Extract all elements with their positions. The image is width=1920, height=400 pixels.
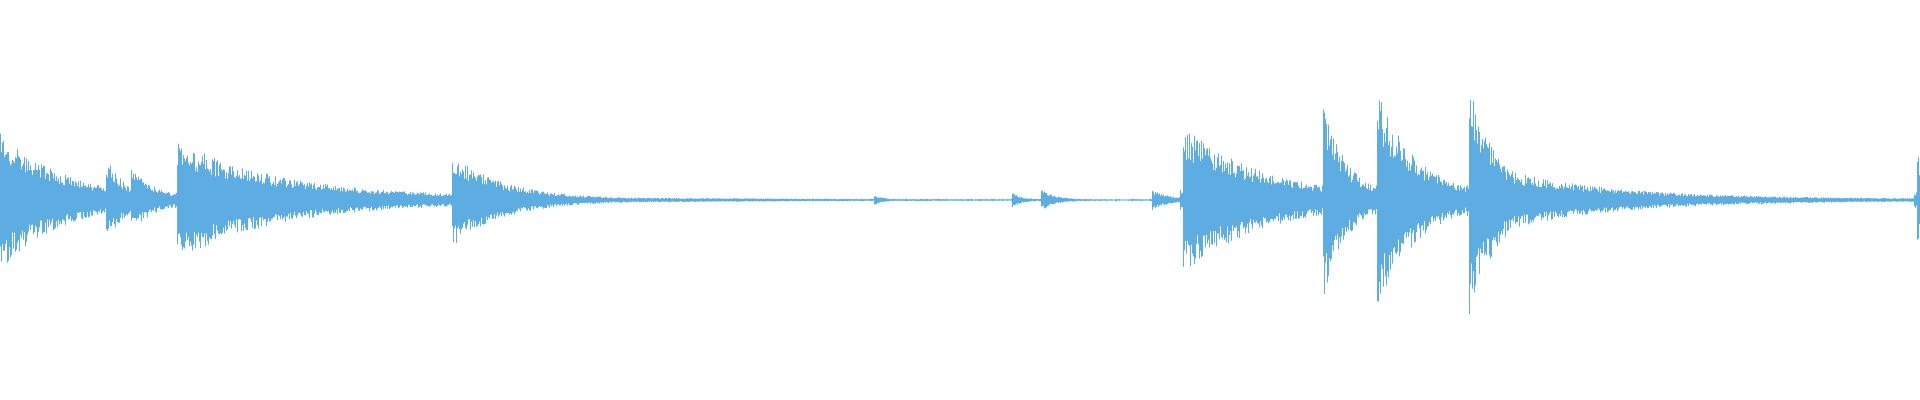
waveform-bars (0, 100, 1920, 314)
